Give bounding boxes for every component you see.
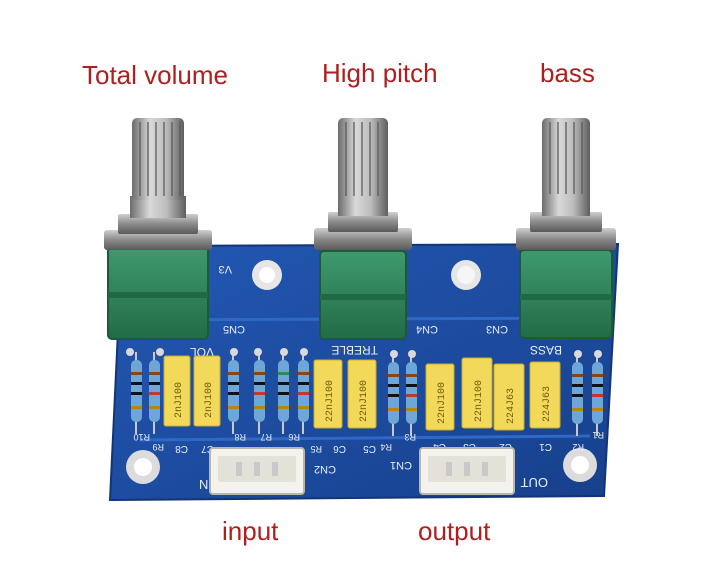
svg-text:22nJ100: 22nJ100 [325,380,336,422]
silk-c2: C2 [499,441,512,452]
silk-cn1: CN1 [390,459,412,471]
connector-output [419,447,515,495]
resistor [406,354,417,436]
svg-text:2nJ100: 2nJ100 [204,382,215,418]
connector-input [209,447,305,495]
capacitor-c8: 2nJ100 [163,355,191,427]
capacitor-c3: 22nJ100 [461,357,493,429]
mounting-hole [563,448,597,482]
capacitor-c2: 224J63 [493,363,525,431]
potentiometer-volume [104,118,212,340]
silk-cn5: CN5 [223,323,245,335]
silk-r2: R2 [572,442,584,452]
resistor [228,352,239,434]
silk-cn4: CN4 [416,323,438,335]
silk-c1: C1 [539,441,552,452]
silk-r8: R8 [234,432,246,442]
silk-v3: V3 [219,263,232,275]
capacitors: 2nJ100 2nJ100 22nJ100 22nJ100 22nJ100 22… [163,355,561,431]
label-total-volume: Total volume [82,60,228,90]
capacitor-c1: 224J63 [529,361,561,429]
resistor [131,352,142,434]
silk-r7: R7 [260,432,272,442]
capacitor-c4: 22nJ100 [425,363,455,431]
silk-in: IN [199,477,212,492]
silk-r4: R4 [380,442,392,452]
mounting-hole [451,260,481,290]
silk-r1: R1 [592,430,604,440]
label-bass: bass [540,58,595,88]
silk-cn2: CN2 [314,463,336,475]
potentiometer-bass [516,118,616,339]
label-output: output [418,516,491,546]
silk-cn3: CN3 [486,323,508,335]
silk-r5: R5 [310,444,322,454]
silk-c5: C5 [363,443,376,454]
silkscreen-labels: V3 CN5 CN4 CN3 VOL TREBLE BASS CN2 CN1 I… [133,263,604,492]
silk-c6: C6 [333,443,346,454]
label-input: input [222,516,279,546]
svg-text:22nJ100: 22nJ100 [474,380,485,422]
silk-out: OUT [521,475,549,490]
silk-c3: C3 [463,441,476,452]
silk-r6: R6 [288,432,300,442]
capacitor-c6: 22nJ100 [313,359,343,429]
silk-r10: R10 [133,432,150,442]
resistor [572,354,583,436]
mounting-hole [252,260,282,290]
solder-pads [126,348,602,358]
silk-c4: C4 [433,441,446,452]
label-high-pitch: High pitch [322,58,438,88]
capacitor-c5: 22nJ100 [347,359,377,429]
svg-text:22nJ100: 22nJ100 [437,382,448,424]
resistor [149,352,160,434]
silk-c7: C7 [201,443,214,454]
capacitor-c7: 2nJ100 [193,355,221,427]
potentiometer-treble [314,118,412,340]
resistor [278,352,289,434]
silk-bass: BASS [530,343,562,357]
mounting-hole [126,450,160,484]
svg-text:2nJ100: 2nJ100 [174,382,185,418]
silk-r9: R9 [152,442,164,452]
silk-c8: C8 [175,443,188,454]
resistor [388,354,399,436]
silk-treble: TREBLE [331,343,378,357]
silk-r3: R3 [404,432,416,442]
svg-text:224J63: 224J63 [542,386,553,422]
resistor [592,354,603,436]
svg-text:224J63: 224J63 [506,388,517,424]
resistors [131,352,603,436]
svg-text:22nJ100: 22nJ100 [359,380,370,422]
resistor [298,352,309,434]
resistor [254,352,265,434]
